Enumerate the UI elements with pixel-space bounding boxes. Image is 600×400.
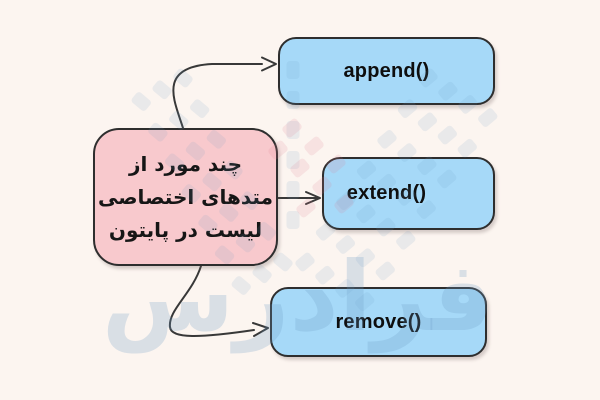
method-node-append: append() [278, 37, 495, 105]
root-node-label: چند مورد از متدهای اختصاصی لیست در پایتو… [95, 148, 276, 247]
connector-root-to-append [172, 56, 277, 129]
method-node-extend: extend() [322, 157, 495, 230]
connector-root-to-extend [277, 191, 321, 205]
method-label-append: append() [343, 59, 430, 82]
method-label-extend: extend() [346, 182, 427, 204]
connector-root-to-append-line [172, 63, 263, 129]
method-node-remove: remove() [270, 287, 487, 357]
root-node-line-1: چند مورد از [128, 151, 243, 176]
arrowhead-extend-icon [305, 191, 321, 205]
root-node: چند مورد از متدهای اختصاصی لیست در پایتو… [93, 128, 278, 266]
arrowhead-remove-icon [252, 322, 269, 337]
root-node-line-2: متدهای اختصاصی [98, 184, 273, 209]
method-label-remove: remove() [335, 310, 422, 333]
arrowhead-append-icon [261, 56, 277, 72]
connector-root-to-remove-line [168, 265, 255, 337]
root-node-line-3: لیست در پایتون [108, 217, 263, 242]
connector-root-to-remove [168, 265, 269, 337]
